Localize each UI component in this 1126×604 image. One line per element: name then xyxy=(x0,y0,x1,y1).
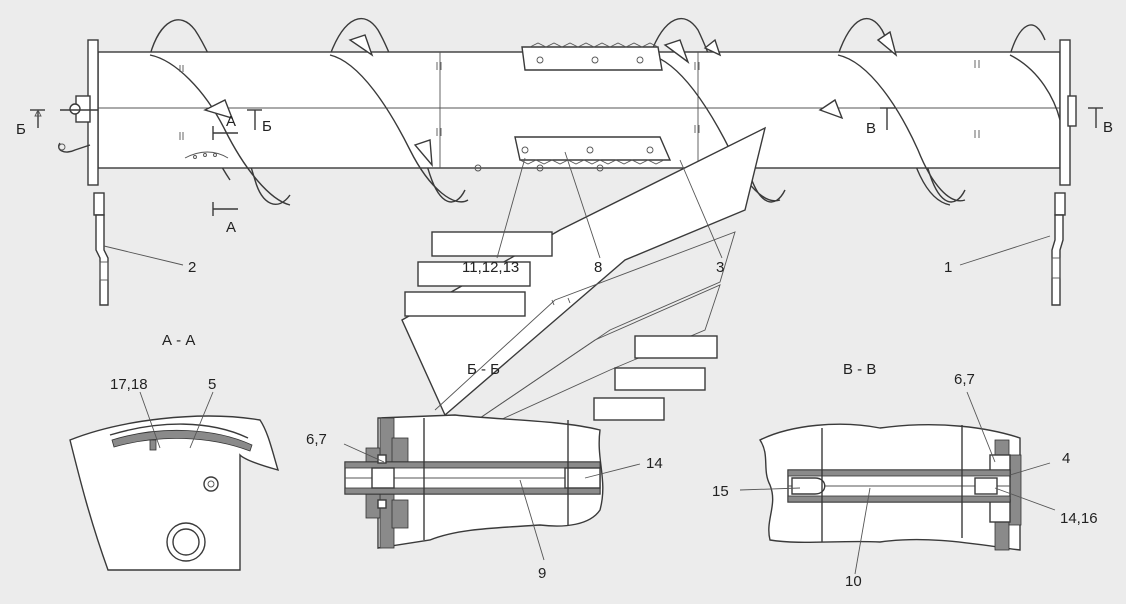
callout-14: 14 xyxy=(646,455,663,472)
section-title-aa: А - А xyxy=(162,332,195,349)
callout-9: 9 xyxy=(538,565,546,582)
callout-8: 8 xyxy=(594,259,602,276)
callout-11-13: 11,12,13 xyxy=(462,259,519,276)
callout-15: 15 xyxy=(712,483,729,500)
lower-knife-bar xyxy=(474,136,672,172)
callout-5: 5 xyxy=(208,376,216,393)
callout-2: 2 xyxy=(188,259,196,276)
section-cut-marks: Б Б А А В В xyxy=(16,107,1113,236)
section-mark-v-mid: В xyxy=(866,120,876,137)
section-mark-a-bottom: А xyxy=(226,219,236,236)
callout-1: 1 xyxy=(944,259,952,276)
section-title-bb: Б - Б xyxy=(467,361,500,378)
section-title-vv: В - В xyxy=(843,361,876,378)
leader-lines xyxy=(103,151,1056,575)
callout-17-18: 17,18 xyxy=(110,376,148,393)
section-aa xyxy=(69,415,280,571)
callout-6-7-left: 6,7 xyxy=(306,431,327,448)
section-mark-a-top: А xyxy=(226,113,236,130)
right-end-assembly xyxy=(1051,39,1077,306)
auger-flights-front xyxy=(149,30,1061,206)
slot-marks xyxy=(179,60,980,140)
section-mark-v-right: В xyxy=(1103,119,1113,136)
callout-6-7-right: 6,7 xyxy=(954,371,975,388)
left-end-assembly xyxy=(58,39,109,306)
chevron-sign xyxy=(401,126,767,421)
callout-14-16: 14,16 xyxy=(1060,510,1098,527)
callout-3: 3 xyxy=(716,259,724,276)
auger-main-view xyxy=(58,17,1077,306)
callout-4: 4 xyxy=(1062,450,1070,467)
section-mark-b-mid: Б xyxy=(262,118,272,135)
callout-labels: 2 1 3 8 11,12,13 17,18 5 6,7 14 9 6,7 4 … xyxy=(110,259,1098,590)
section-bb xyxy=(344,414,604,549)
section-vv xyxy=(758,423,1022,551)
top-knife-bar xyxy=(521,42,663,71)
callout-10: 10 xyxy=(845,573,862,590)
section-mark-b-left: Б xyxy=(16,121,26,138)
